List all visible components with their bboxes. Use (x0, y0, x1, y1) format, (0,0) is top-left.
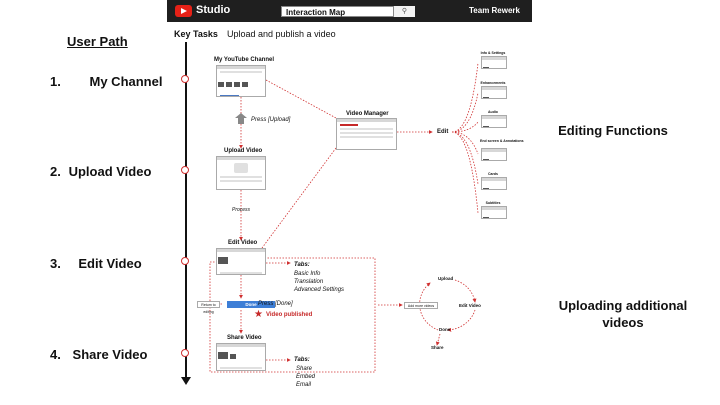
node-title-manager: Video Manager (346, 111, 389, 117)
team-name[interactable]: Team Rewerk (469, 6, 520, 15)
step-number: 2. (50, 164, 61, 179)
step-label: My Channel (89, 74, 163, 89)
node-title-channel: My YouTube Channel (214, 57, 275, 63)
edit-hub-label: Edit (437, 129, 449, 135)
loop-outline (209, 257, 376, 373)
fan-1 (451, 62, 479, 133)
star-icon: ★ (254, 309, 263, 320)
done-button[interactable]: Done (227, 301, 275, 308)
cycle-2 (447, 309, 476, 332)
node-title-share: Share Video (227, 335, 262, 341)
cycle-done-label: Done (439, 327, 451, 332)
upload-thumbnail[interactable] (216, 156, 266, 190)
step-label: Edit Video (78, 256, 142, 271)
link-manager-edit (261, 147, 337, 249)
return-to-editing-button[interactable]: Return to editing (197, 301, 220, 314)
fan-4 (451, 131, 479, 155)
timeline-dot (181, 75, 189, 83)
editing-item-thumbnail[interactable] (481, 86, 507, 99)
timeline-dot (181, 257, 189, 265)
manager-thumbnail[interactable] (336, 118, 397, 150)
share-tab-item[interactable]: Email (296, 382, 312, 388)
editing-functions-title: Editing Functions (558, 123, 668, 138)
edit-tab-item[interactable]: Advanced Settings (294, 287, 345, 293)
edit-thumbnail[interactable] (216, 248, 266, 275)
cycle-share-label: Share (431, 345, 444, 350)
editing-item-title: Cards (488, 172, 498, 176)
node-title-edit: Edit Video (228, 240, 258, 246)
uploading-additional-title: Uploading additional videos (558, 298, 688, 330)
fan-3 (451, 121, 479, 133)
studio-topbar: Studio Interaction Map ⚲ Team Rewerk (167, 0, 532, 22)
video-published-label: Video published (266, 312, 313, 318)
link-cycle-share (435, 333, 441, 346)
editing-item-thumbnail[interactable] (481, 177, 507, 190)
editing-item-thumbnail[interactable] (481, 56, 507, 69)
fan-2 (451, 92, 479, 133)
timeline-dot (181, 349, 189, 357)
step-number: 3. (50, 256, 61, 271)
link-channel-manager (265, 79, 337, 119)
timeline-arrow-icon (181, 377, 191, 385)
edit-tabs-title: Tabs: (294, 262, 310, 268)
edit-tab-item[interactable]: Basic Info (294, 271, 321, 277)
share-thumbnail[interactable] (216, 343, 266, 371)
timeline-line (185, 42, 187, 379)
share-tabs-title: Tabs: (294, 357, 310, 363)
share-tab-item[interactable]: Embed (296, 374, 316, 380)
key-tasks-label: Key Tasks (174, 29, 218, 39)
timeline-dot (181, 166, 189, 174)
fan-5 (451, 131, 479, 185)
press-upload-label: Press [Upload] (251, 117, 291, 123)
channel-thumbnail[interactable] (216, 65, 266, 97)
editing-item-title: Audio (488, 110, 498, 114)
search-icon[interactable]: ⚲ (393, 6, 415, 17)
editing-item-thumbnail[interactable] (481, 148, 507, 161)
user-path-title: User Path (67, 34, 128, 49)
editing-item-title: Subtitles (485, 201, 501, 205)
cycle-upload-label: Upload (438, 276, 454, 281)
youtube-logo-icon[interactable] (175, 5, 192, 17)
step-label: Upload Video (68, 164, 152, 179)
add-more-videos-button[interactable]: Add more videos (404, 302, 438, 309)
editing-item-title: Info & Settings (480, 51, 506, 55)
share-tab-item[interactable]: Share (296, 366, 313, 372)
cycle-3 (419, 282, 439, 331)
editing-item-thumbnail[interactable] (481, 115, 507, 128)
process-label: Process (232, 207, 251, 213)
app-name: Studio (196, 4, 231, 16)
edit-tab-item[interactable]: Translation (294, 279, 324, 285)
cycle-1 (454, 279, 477, 303)
press-done-label: Press [Done] (258, 301, 293, 307)
editing-item-title: End screen & Annotations (480, 139, 524, 143)
editing-item-thumbnail[interactable] (481, 206, 507, 219)
cycle-edit-label: Edit Video (459, 303, 481, 308)
step-number: 1. (50, 74, 61, 89)
fan-6 (451, 131, 479, 214)
step-number: 4. (50, 347, 61, 362)
key-tasks-description: Upload and publish a video (227, 29, 336, 39)
editing-item-title: Enhancements (480, 81, 506, 85)
step-label: Share Video (72, 347, 148, 362)
press-upload-arrow-icon (235, 113, 247, 124)
node-title-upload: Upload Video (224, 148, 263, 154)
